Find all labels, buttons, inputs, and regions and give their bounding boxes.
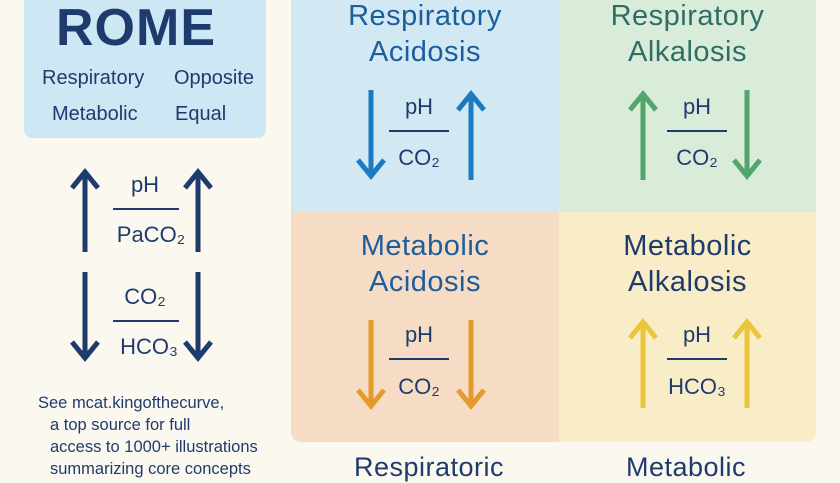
- promo-text: See mcat.kingofthecurve, a top source fo…: [38, 392, 288, 480]
- promo-line-4: summarizing core concepts: [50, 460, 251, 478]
- ph-down-arrow-icon: [356, 320, 386, 410]
- resp-alkalosis-co2-label: CO₂: [676, 145, 718, 170]
- respiratory-acidosis-title-line2: Acidosis: [369, 36, 481, 68]
- bottom-respiratoric-title: Respiratoric: [354, 452, 505, 482]
- met-acidosis-co2-label: CO₂: [398, 374, 440, 399]
- respiratory-alkalosis-title-line2: Alkalosis: [628, 36, 747, 68]
- respiratory-alkalosis-title-line1: Respiratory: [610, 0, 765, 32]
- resp-alkalosis-fraction-bar: [667, 130, 727, 132]
- legend-ph-label: pH: [130, 172, 160, 197]
- rome-equal-label: Equal: [175, 103, 227, 125]
- met-alkalosis-ph-label: pH: [682, 322, 712, 347]
- legend-up-arrow-right-icon: [183, 168, 213, 252]
- resp-acidosis-fraction-bar: [389, 130, 449, 132]
- met-acidosis-fraction-bar: [389, 358, 449, 360]
- legend-fraction-bar-bottom: [113, 320, 179, 322]
- metabolic-acidosis-title: Metabolic Acidosis: [291, 228, 559, 300]
- met-alkalosis-hco3-label: HCO₃: [668, 374, 726, 399]
- metabolic-acidosis-title-line2: Acidosis: [369, 266, 481, 298]
- resp-acidosis-co2-label: CO₂: [398, 145, 440, 170]
- legend-hco3-label: HCO₃: [120, 334, 178, 359]
- legend-down-arrow-left-icon: [70, 272, 100, 362]
- ph-up-arrow-icon: [628, 318, 658, 408]
- legend-up-arrow-left-icon: [70, 168, 100, 252]
- met-acidosis-ph-label: pH: [404, 322, 434, 347]
- bottom-metabolic-title: Metabolic: [626, 452, 747, 482]
- ph-down-arrow-icon: [356, 90, 386, 180]
- legend-paco2-label: PaCO₂: [116, 222, 186, 247]
- respiratory-acidosis-title-line1: Respiratory: [348, 0, 502, 32]
- co2-up-arrow-icon: [456, 90, 486, 180]
- metabolic-acidosis-panel: Metabolic Acidosis pH CO₂: [291, 212, 559, 442]
- resp-alkalosis-ph-label: pH: [682, 94, 712, 119]
- promo-line-1: See mcat.kingofthecurve,: [38, 394, 225, 412]
- hco3-up-arrow-icon: [732, 318, 762, 408]
- resp-acidosis-ph-label: pH: [404, 94, 434, 119]
- respiratory-alkalosis-panel: Respiratory Alkalosis pH CO₂: [559, 0, 816, 212]
- rome-respiratory-label: Respiratory: [42, 67, 145, 89]
- metabolic-alkalosis-title-line2: Alkalosis: [628, 266, 747, 298]
- ph-up-arrow-icon: [628, 90, 658, 180]
- promo-line-3: access to 1000+ illustrations: [50, 438, 258, 456]
- co2-down-arrow-icon: [732, 90, 762, 180]
- metabolic-alkalosis-title-line1: Metabolic: [623, 230, 752, 262]
- rome-metabolic-label: Metabolic: [52, 103, 138, 125]
- respiratory-acidosis-panel: Respiratory Acidosis pH CO₂: [291, 0, 559, 212]
- metabolic-alkalosis-panel: Metabolic Alkalosis pH HCO₃: [559, 212, 816, 442]
- metabolic-alkalosis-title: Metabolic Alkalosis: [559, 228, 816, 300]
- rome-title: ROME: [56, 0, 216, 57]
- promo-line-2: a top source for full: [50, 416, 191, 434]
- legend-down-arrow-right-icon: [183, 272, 213, 362]
- respiratory-acidosis-title: Respiratory Acidosis: [291, 0, 559, 70]
- respiratory-alkalosis-title: Respiratory Alkalosis: [559, 0, 816, 70]
- metabolic-acidosis-title-line1: Metabolic: [360, 230, 490, 262]
- met-alkalosis-fraction-bar: [667, 358, 727, 360]
- legend-co2-label: CO₂: [124, 284, 166, 309]
- co2-down-arrow-icon: [456, 320, 486, 410]
- rome-opposite-label: Opposite: [174, 67, 255, 89]
- rome-mnemonic-card: [24, 0, 266, 138]
- legend-fraction-bar-top: [113, 208, 179, 210]
